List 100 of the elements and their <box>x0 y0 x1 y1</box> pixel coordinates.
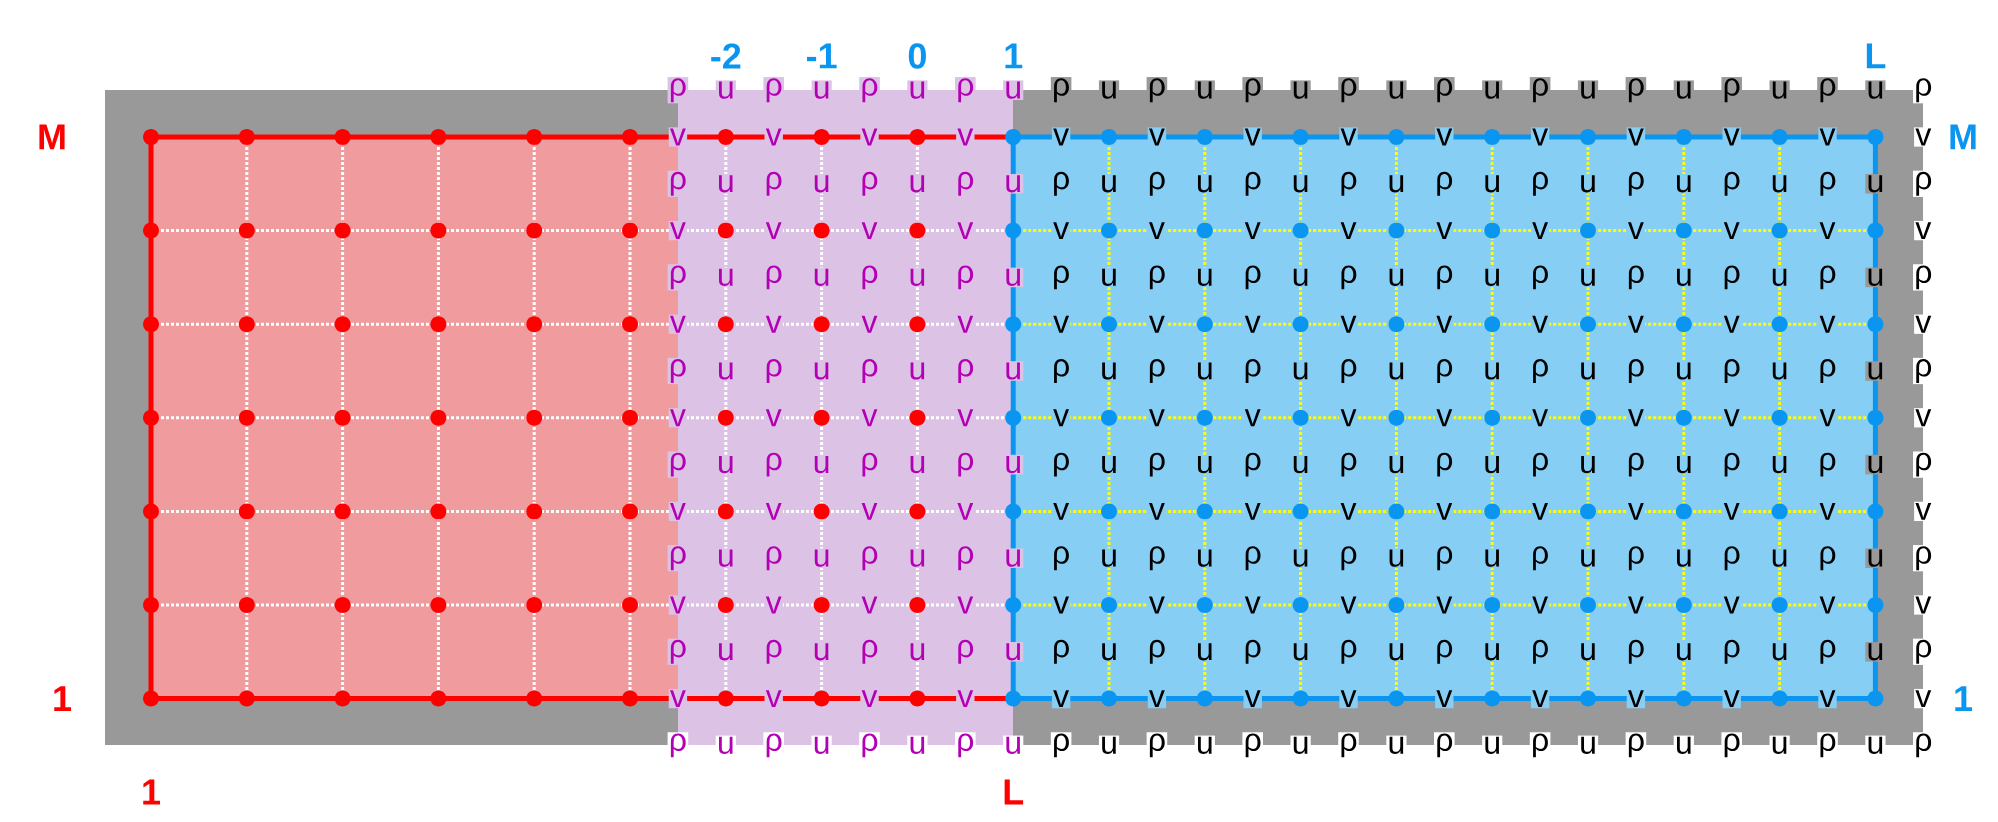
variable-label: ρ <box>1625 451 1647 478</box>
variable-label: ρ <box>1242 451 1263 478</box>
variable-label: u <box>1865 174 1886 194</box>
index-label: -1 <box>804 42 839 70</box>
variable-label: u <box>1482 80 1503 100</box>
variable-label: v <box>1435 220 1454 241</box>
variable-label: u <box>907 454 928 475</box>
variable-label: u <box>907 642 928 662</box>
variable-label: u <box>1673 80 1694 100</box>
variable-label: ρ <box>955 545 976 572</box>
variable-label: v <box>1339 127 1358 147</box>
variable-label: v <box>1818 220 1837 241</box>
variable-label: u <box>715 361 736 381</box>
variable-label: ρ <box>859 545 880 572</box>
variable-label: ρ <box>859 638 880 665</box>
variable-label: ρ <box>1625 545 1647 572</box>
variable-label: u <box>1482 642 1503 662</box>
variable-label: ρ <box>1913 264 1934 291</box>
variable-label: ρ <box>1721 357 1742 385</box>
variable-label: u <box>1865 548 1886 568</box>
index-label: M <box>35 123 69 151</box>
variable-label: ρ <box>1242 638 1263 665</box>
variable-label: ρ <box>955 170 976 197</box>
variable-label: ρ <box>1721 77 1742 104</box>
variable-label: u <box>1194 548 1215 568</box>
index-label: -2 <box>708 42 743 70</box>
variable-label: u <box>1290 548 1311 568</box>
variable-label: ρ <box>1529 77 1551 104</box>
variable-label: v <box>1914 595 1933 615</box>
variable-label: u <box>1482 267 1503 288</box>
variable-label: ρ <box>1434 451 1455 478</box>
variable-label: v <box>956 501 975 522</box>
variable-label: v <box>1435 314 1454 334</box>
variable-label: v <box>1339 314 1358 334</box>
variable-label: u <box>1865 361 1886 381</box>
variable-label: ρ <box>1242 545 1263 572</box>
variable-label: u <box>1003 642 1024 662</box>
variable-label: u <box>1577 80 1599 100</box>
variable-label: v <box>1435 408 1454 428</box>
variable-label: ρ <box>1434 545 1455 572</box>
variable-label: v <box>1818 501 1837 522</box>
variable-label: ρ <box>1721 264 1742 291</box>
variable-label: v <box>860 501 879 522</box>
variable-label: ρ <box>1338 451 1359 478</box>
variable-label: v <box>1914 127 1933 147</box>
variable-label: ρ <box>1913 451 1934 478</box>
variable-label: ρ <box>1338 77 1359 104</box>
index-label: 1 <box>1951 685 1975 713</box>
variable-label: v <box>1818 408 1837 428</box>
variable-label: v <box>956 408 975 428</box>
variable-label: u <box>1865 642 1886 662</box>
variable-label: ρ <box>1817 451 1838 478</box>
variable-label: u <box>1003 454 1024 475</box>
variable-label: ρ <box>1242 357 1263 385</box>
variable-label: u <box>1003 361 1024 381</box>
variable-label: ρ <box>1817 732 1838 759</box>
variable-label: u <box>1003 735 1024 756</box>
variable-label: u <box>1003 548 1024 568</box>
variable-label: u <box>1386 735 1407 756</box>
variable-label: ρ <box>859 77 880 104</box>
variable-label: ρ <box>1625 264 1647 291</box>
variable-label: v <box>1818 314 1837 334</box>
variable-label: ρ <box>1721 732 1742 759</box>
variable-label: ρ <box>1338 264 1359 291</box>
variable-label: ρ <box>1050 77 1072 104</box>
variable-label: v <box>1435 127 1454 147</box>
variable-label: ρ <box>1338 170 1359 197</box>
variable-label: ρ <box>1242 77 1263 104</box>
variable-label: u <box>1865 80 1886 100</box>
variable-label: v <box>1339 220 1358 241</box>
variable-label: u <box>1386 642 1407 662</box>
variable-label: u <box>907 267 928 288</box>
variable-label: u <box>907 361 928 381</box>
variable-label: v <box>1435 595 1454 615</box>
index-label: 1 <box>1002 42 1025 70</box>
variable-label: v <box>1818 688 1837 709</box>
variable-label: ρ <box>1050 732 1072 759</box>
variable-label: ρ <box>1242 170 1263 197</box>
variable-label: ρ <box>1913 545 1934 572</box>
index-label: M <box>1946 123 1980 151</box>
variable-label: ρ <box>667 545 689 572</box>
variable-label: v <box>1339 688 1358 709</box>
variable-label: u <box>1769 80 1790 100</box>
variable-label: ρ <box>1817 264 1838 291</box>
variable-label: u <box>1098 80 1120 100</box>
variable-label: ρ <box>1434 357 1455 385</box>
variable-label: u <box>811 548 832 568</box>
index-label: L <box>1001 778 1026 806</box>
variable-label: ρ <box>1817 170 1838 197</box>
variable-label: u <box>1290 80 1311 100</box>
index-label: 1 <box>50 685 74 713</box>
variable-label: ρ <box>955 451 976 478</box>
variable-label: v <box>1914 314 1933 334</box>
variable-label: ρ <box>1913 638 1934 665</box>
variable-label: v <box>956 220 975 241</box>
index-label: 1 <box>139 778 163 806</box>
variable-label: v <box>1435 501 1454 522</box>
variable-label: u <box>1386 454 1407 475</box>
variable-label: ρ <box>859 264 880 291</box>
variable-label: ρ <box>859 357 880 385</box>
